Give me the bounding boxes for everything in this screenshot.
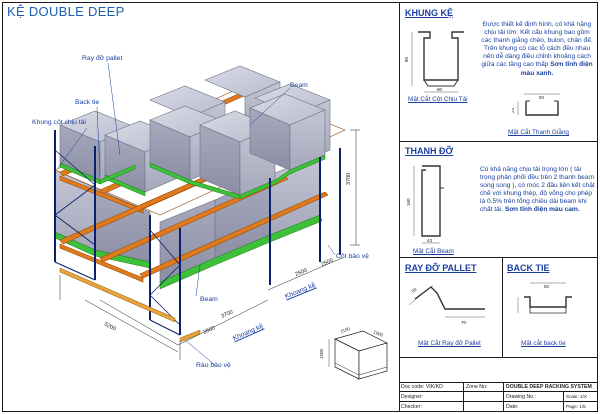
khung-ke-color-note: Sơn tĩnh điện màu xanh.	[520, 61, 593, 77]
khung-ke-description: Được thiết kế định hình, có khả năng chị…	[480, 21, 594, 78]
callout-leaders	[57, 62, 336, 366]
dimension-values: 3700 2500 2500 3700 2860 5200	[103, 173, 352, 336]
dim-d1: 2500	[295, 268, 309, 278]
caption-cot-chiu-tai: Mặt Cắt Cột Chịu Tải	[408, 96, 468, 103]
rack-isometric-drawing: 3700 2500 2500 3700 2860 5200	[54, 62, 360, 366]
giang-dim-c: 50	[539, 95, 545, 100]
tb-scale: Scale: 1/X	[566, 394, 587, 399]
upright-frames	[54, 130, 341, 336]
khung-dim-b: 80	[404, 56, 409, 62]
title-block	[399, 382, 598, 412]
pallet-dim-w: 1000	[373, 329, 385, 338]
tb-checker: Checker:	[401, 404, 422, 410]
title-block-line	[399, 391, 598, 392]
beam-profile-drawing: 160 43	[406, 165, 444, 244]
title-block-line	[399, 401, 598, 402]
callout-beam-bottom: Beam	[200, 296, 218, 303]
beam-dim-b: 43	[427, 238, 433, 243]
section-thanh-do-header: THANH ĐỠ	[405, 146, 454, 156]
spec-column-border	[399, 2, 598, 382]
caption-ray-do-pallet: Mặt Cắt Ray đỡ Pallet	[418, 340, 481, 347]
caption-thanh-giang: Mặt Cắt Thanh Giằng	[508, 129, 569, 136]
tb-drawing: Drawing No.:	[506, 394, 536, 400]
thanh-giang-profile-drawing: 50 24	[512, 93, 560, 116]
title-block-line	[503, 382, 504, 412]
caption-back-tie: Mặt cắt back tie	[521, 340, 566, 347]
pallet-dim-d: 1100	[340, 326, 351, 334]
dim-d5: 5200	[103, 321, 117, 332]
thanh-do-description: Có khả năng chịu tải trọng lớn ( tải trọ…	[480, 166, 596, 215]
dim-d4: 2860	[202, 325, 216, 335]
caption-beam: Mặt Cắt Beam	[413, 248, 454, 255]
section-khung-ke-header: KHUNG KỆ	[405, 8, 454, 18]
back-tie-dim-a: 50	[544, 284, 550, 289]
section-separator	[399, 257, 598, 258]
tb-system: DOUBLE DEEP RACKING SYSTEM	[506, 384, 592, 390]
pallet-loads-upper	[59, 65, 331, 196]
section-separator	[399, 141, 598, 142]
tb-doc-code: Doc code: VIK/KD	[401, 384, 443, 390]
dimension-lines	[59, 129, 360, 360]
tb-date: Date:	[506, 404, 519, 410]
title-block-line	[463, 382, 464, 412]
tb-zone: Zone No:	[466, 384, 488, 390]
khung-ke-desc-text: Được thiết kế định hình, có khả năng chị…	[481, 21, 593, 69]
section-separator	[502, 257, 503, 357]
pallet-dim-h: 1500	[319, 348, 324, 359]
callout-cot-bao-ve: Cột bảo vệ	[336, 253, 369, 260]
khung-dim-a: 90	[437, 87, 443, 92]
drawing-title: KỆ DOUBLE DEEP	[7, 4, 125, 19]
ray-dim-a: 70	[461, 320, 467, 325]
giang-dim-d: 24	[512, 107, 515, 113]
section-ray-do-pallet-header: RAY ĐỠ PALLET	[405, 263, 477, 273]
callout-rao-bao-ve: Rào bảo vệ	[196, 362, 231, 369]
title-block-line	[563, 391, 564, 412]
back-tie-profile-drawing: 50	[517, 282, 572, 314]
callout-ray-do-pallet: Ray đỡ pallet	[82, 55, 123, 62]
callout-khung-cot: Khung cột chịu tải	[32, 119, 87, 126]
thanh-do-desc-text: Có khả năng chịu tải trọng lớn ( tải trọ…	[480, 166, 595, 214]
callout-beam-top: Beam	[290, 82, 308, 89]
tb-designer: Designer:	[401, 394, 424, 400]
section-back-tie-header: BACK TIE	[507, 263, 550, 273]
ray-dim-b: 50	[411, 286, 418, 293]
dim-d3: 3700	[220, 309, 234, 319]
dim-d2: 2500	[321, 258, 335, 268]
callout-back-tie: Back tie	[75, 99, 100, 106]
khung-ke-profile-drawing: 80 90	[404, 31, 464, 93]
beam-dim-a: 160	[406, 198, 411, 206]
ray-do-pallet-profile-drawing: 70 50	[408, 284, 485, 325]
tb-page: Page: 1/5	[566, 404, 586, 409]
pallet-box-drawing: 1500 1100 1000	[319, 326, 388, 380]
pallet-bases-upper	[59, 154, 326, 200]
section-separator	[399, 357, 598, 358]
thanh-do-color-note: Sơn tĩnh điện màu cam.	[504, 206, 580, 214]
dim-height: 3700	[346, 173, 352, 185]
